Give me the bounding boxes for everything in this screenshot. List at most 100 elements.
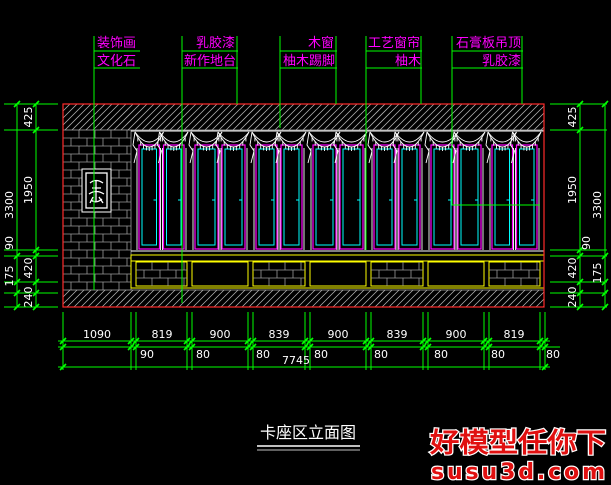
floor-hatch-line (318, 289, 337, 308)
window-leaf-glass (376, 148, 393, 246)
curtain-tail (306, 131, 312, 164)
leader-painting-stone (93, 36, 140, 290)
floor-hatch-line (94, 289, 113, 308)
ceiling-hatch-line (267, 103, 295, 131)
floor-hatch-line (388, 289, 407, 308)
floor-hatch-line (213, 289, 232, 308)
curtain-tail (485, 131, 491, 164)
curtain-tail (157, 131, 162, 164)
ceiling-hatch-line (400, 103, 428, 131)
curtain-swag-fold (217, 131, 250, 143)
floor-hatch-line (416, 289, 435, 308)
floor-hatch-line (423, 289, 442, 308)
curtain-tail (424, 131, 430, 164)
right-dim-floor: 240 (566, 287, 579, 308)
floor-hatch-line (206, 289, 225, 308)
curtain-tail (392, 131, 398, 164)
bottom-dim-total: 7745 (282, 354, 310, 367)
window-leaf-frame (138, 144, 161, 250)
ceiling-hatch-line (337, 103, 365, 131)
floor-hatch-line (122, 289, 141, 308)
floor-hatch-line (101, 289, 120, 308)
ceiling-hatch-line (239, 103, 267, 131)
ceiling-hatch-line (204, 103, 232, 131)
window-leaf-frame (515, 144, 538, 250)
ceiling-hatch-line (246, 103, 274, 131)
floor-hatch-line (297, 289, 316, 308)
ceiling-hatch-line (351, 103, 379, 131)
floor-hatch-line (395, 289, 414, 308)
ceiling-hatch-line (463, 103, 491, 131)
ceiling-hatch-line (526, 112, 545, 131)
right-dim-sill: 90 (580, 236, 593, 250)
window-leaf-frame (280, 144, 303, 250)
floor-hatch-line (304, 289, 323, 308)
floor-hatch-line (262, 289, 281, 308)
window-leaf-glass (315, 148, 334, 246)
ceiling-hatch-line (225, 103, 253, 131)
ceiling-hatch-line (120, 103, 148, 131)
floor-hatch-line (374, 289, 393, 308)
ceiling-hatch-line (155, 103, 183, 131)
callout-cultured-stone: 文化石 (97, 54, 136, 69)
bottom-dim-gap: 80 (434, 348, 448, 361)
dimension-tick (13, 303, 21, 311)
ceiling-hatch-line (106, 103, 134, 131)
ceiling-hatch-line (372, 103, 400, 131)
callout-labels: 装饰画 文化石 乳胶漆 新作地台 木窗 柚木踢脚 工艺窗帘 柚木 石膏板吊顶 乳… (97, 35, 521, 69)
floor-hatch-line (472, 289, 491, 308)
curtain-tail (215, 131, 221, 164)
floor-hatch-line (185, 289, 204, 308)
bottom-dim-gap: 80 (491, 348, 505, 361)
ceiling-hatch-line (344, 103, 372, 131)
ceiling-hatch-line (309, 103, 337, 131)
left-dim-window: 1950 (22, 176, 35, 204)
ceiling-hatch-line (386, 103, 414, 131)
window-leaf-glass (283, 148, 300, 246)
ceiling-hatch-line (99, 103, 127, 131)
dimension-tick (601, 289, 609, 297)
curtain-tail (249, 131, 255, 164)
leader-curtain-teak (365, 36, 422, 250)
floor-hatch-line (80, 289, 99, 308)
ceiling-hatch-line (421, 103, 449, 131)
leader-paint-platform (181, 36, 238, 303)
dimension-tick (541, 363, 549, 371)
callout-leaders (93, 36, 540, 303)
curtain-tail (510, 131, 515, 164)
dimension-tick (59, 363, 67, 371)
ceiling-hatch-line (288, 103, 316, 131)
curtain-tail (188, 131, 194, 164)
dimension-tick (13, 278, 21, 286)
ceiling-hatch-line (197, 103, 225, 131)
floor-hatch-line (360, 289, 379, 308)
window-leaf-frame (430, 144, 455, 250)
ceiling-hatch-line (442, 103, 470, 131)
ceiling-hatch-line (169, 103, 197, 131)
floor-hatch-line (62, 289, 71, 298)
callout-teak: 柚木 (395, 54, 421, 69)
leader-window-skirting (279, 36, 337, 128)
dimension-lines (4, 100, 609, 371)
window-leaf-frame (457, 144, 482, 250)
curtain-swag-fold (335, 131, 368, 143)
dimension-tick (601, 303, 609, 311)
ceiling-hatch-line (260, 103, 288, 131)
right-dim-overall: 3300 (591, 191, 604, 219)
floor-hatch-line (136, 289, 155, 308)
bottom-dim-gap: 80 (546, 348, 560, 361)
window-leaf-frame (398, 144, 421, 250)
window-leaf-frame (312, 144, 337, 250)
window-leaf-glass (433, 148, 452, 246)
curtain-tail (333, 131, 339, 164)
curtain-tail (132, 131, 138, 164)
left-dim-ceiling: 425 (22, 107, 35, 128)
ceiling-hatch-line (295, 103, 323, 131)
floor-hatch-line (192, 289, 211, 308)
ceiling-hatch-line (281, 103, 309, 131)
ceiling-hatch-line (64, 103, 92, 131)
platform-panel (309, 261, 367, 287)
ceiling-hatch-line (323, 103, 351, 131)
window-leaf-glass (460, 148, 479, 246)
